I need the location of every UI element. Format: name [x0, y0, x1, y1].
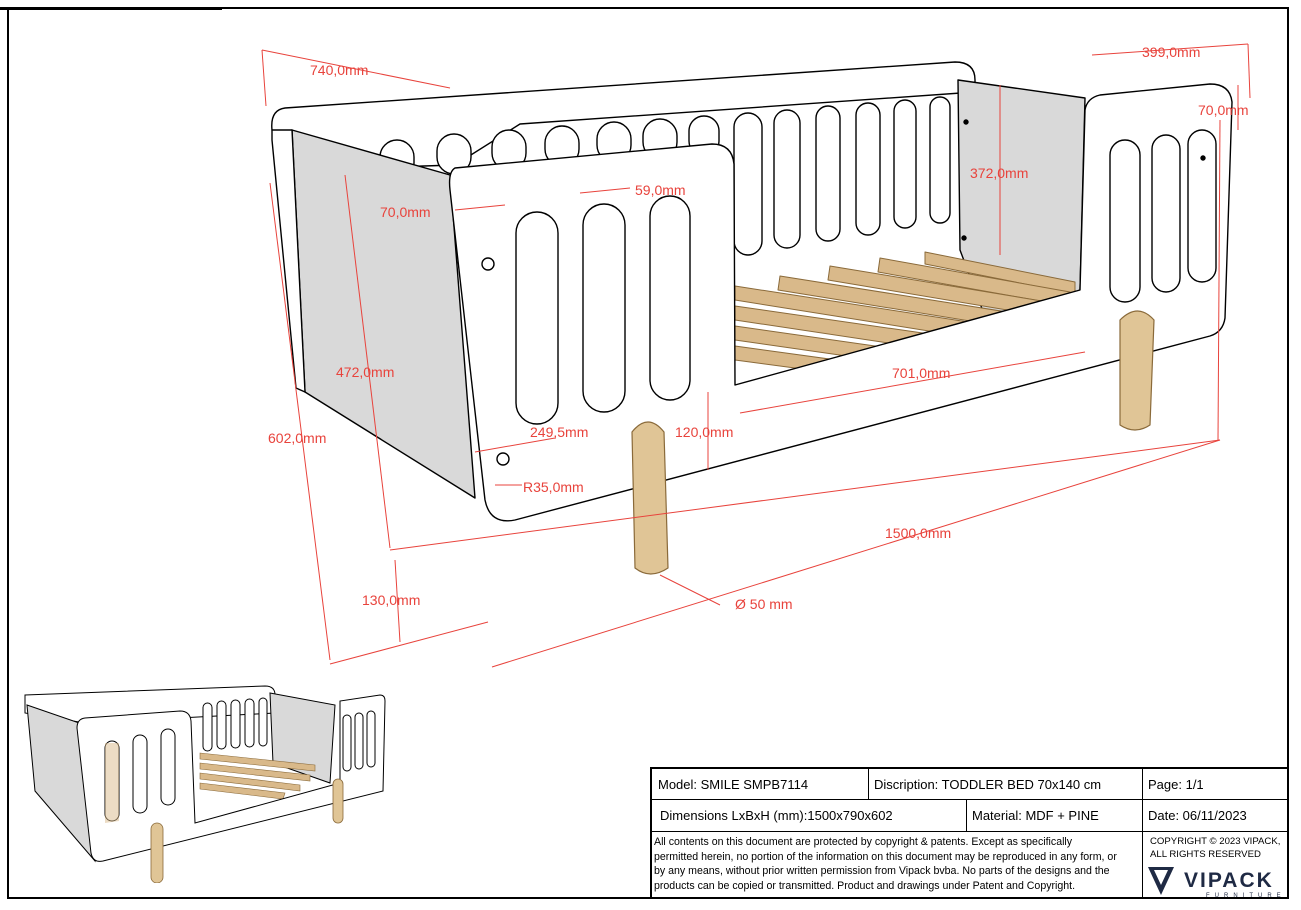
dimensions-field: Dimensions LxBxH (mm):1500x790x602 [660, 807, 893, 823]
vipack-logo: VIPACK FURNITURE [1148, 867, 1286, 899]
title-block: Model: SMILE SMPB7114 Discription: TODDL… [650, 767, 1289, 899]
copyright-line: ALL RIGHTS RESERVED [1150, 849, 1261, 860]
brand-subtitle: FURNITURE [1206, 893, 1286, 899]
model-field: Model: SMILE SMPB7114 [658, 776, 809, 792]
dim-total-height: 602,0mm [268, 430, 326, 446]
title-block-divider [652, 831, 1287, 832]
material-field: Material: MDF + PINE [972, 807, 1099, 823]
legal-line: by any means, without prior written perm… [654, 865, 1110, 878]
copyright-line: COPYRIGHT © 2023 VIPACK, [1150, 836, 1281, 847]
legal-notice: All contents on this document are protec… [654, 835, 1144, 893]
title-block-divider [868, 769, 869, 799]
dim-headboard-edge: 70,0mm [1198, 102, 1249, 118]
legal-line: All contents on this document are protec… [654, 836, 1073, 848]
description-field: Discription: TODDLER BED 70x140 cm [874, 776, 1102, 792]
sheet-frame [7, 7, 1289, 899]
dim-corner-radius: R35,0mm [523, 479, 584, 495]
dim-leg-height: 130,0mm [362, 592, 420, 608]
legal-line: products can be copied or transmitted. P… [654, 879, 1076, 892]
dim-rail-edge: 70,0mm [380, 204, 431, 220]
dim-headboard-panel-height: 372,0mm [970, 165, 1028, 181]
dim-slot-spacing: 249,5mm [530, 424, 588, 440]
dim-length: 1500,0mm [885, 525, 951, 541]
title-block-divider [966, 799, 967, 831]
title-block-divider [1142, 769, 1143, 897]
dim-leg-offset: 120,0mm [675, 424, 733, 440]
date-field: Date: 06/11/2023 [1148, 807, 1247, 823]
title-block-divider [652, 799, 1287, 800]
bed-thumbnail [24, 685, 386, 883]
dim-opening-length: 701,0mm [892, 365, 950, 381]
legal-line: permitted herein, no portion of the info… [654, 850, 1117, 863]
brand-name: VIPACK [1184, 869, 1274, 892]
page-field: Page: 1/1 [1148, 776, 1204, 792]
copyright-notice: COPYRIGHT © 2023 VIPACK, ALL RIGHTS RESE… [1150, 835, 1280, 861]
dim-side-height: 472,0mm [336, 364, 394, 380]
dim-slot-width: 59,0mm [635, 182, 686, 198]
dim-leg-diameter: Ø 50 mm [735, 596, 793, 612]
dim-overall-width: 740,0mm [310, 62, 368, 78]
dim-headboard-depth: 399,0mm [1142, 44, 1200, 60]
